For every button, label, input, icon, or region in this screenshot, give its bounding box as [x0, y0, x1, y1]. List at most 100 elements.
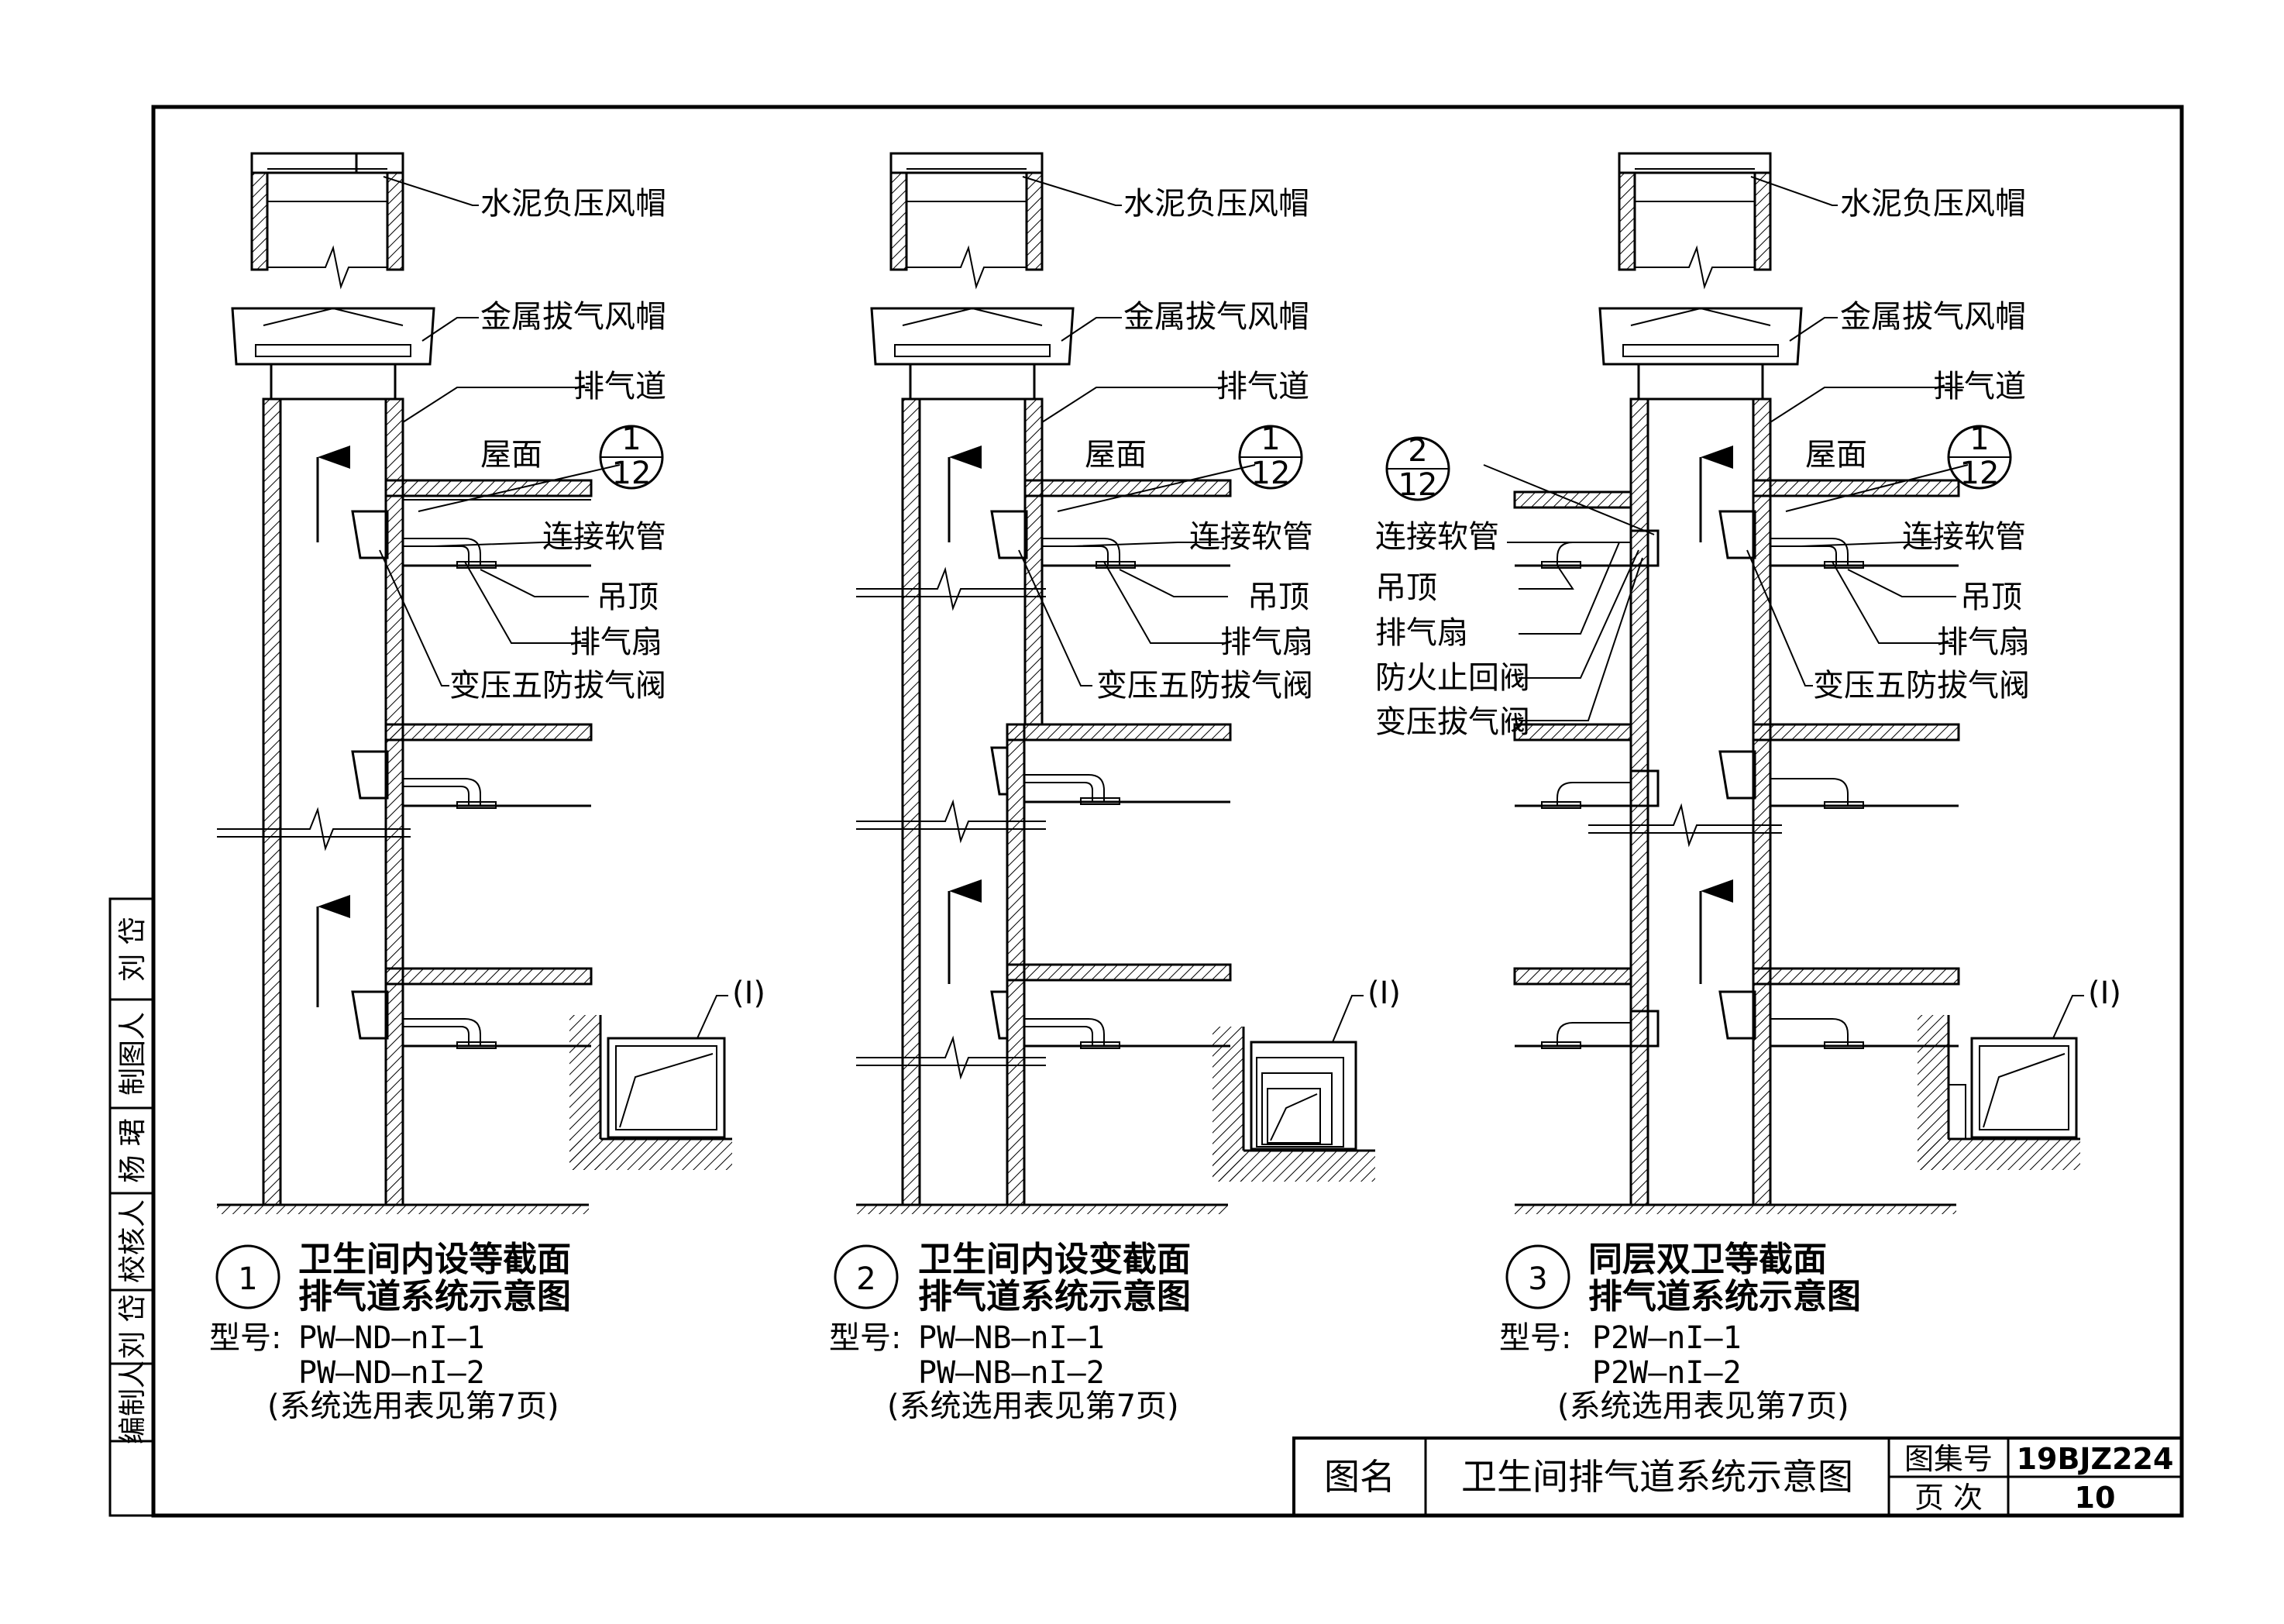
- label-hose-1: 连接软管: [542, 519, 666, 555]
- label-metal-cap-3: 金属拔气风帽: [1840, 299, 2026, 335]
- label-left-fire-valve-3: 防火止回阀: [1375, 660, 1530, 696]
- label-valve-3: 变压五防拔气阀: [1813, 668, 2030, 704]
- sig-name-1: 刘 岱: [117, 1294, 149, 1358]
- label-fan-3: 排气扇: [1937, 624, 2030, 660]
- label-metal-cap-1: 金属拔气风帽: [480, 299, 666, 335]
- label-ceiling-3: 吊顶: [1960, 580, 2022, 615]
- label-valve-1: 变压五防拔气阀: [449, 668, 666, 704]
- section-detail-2: (I): [1213, 975, 1401, 1182]
- ref-1-bottom: 12: [612, 456, 652, 491]
- fan-3e: [1541, 769, 1660, 809]
- section-detail-3: (I): [1918, 975, 2121, 1170]
- atlas-label: 图集号: [1904, 1442, 1993, 1476]
- label-left-fan-3: 排气扇: [1375, 615, 1468, 651]
- label-fan-2: 排气扇: [1220, 624, 1313, 660]
- sig-name-3: 刘 岱: [117, 917, 149, 981]
- page-label: 页 次: [1914, 1481, 1983, 1515]
- label-metal-cap-2: 金属拔气风帽: [1123, 299, 1309, 335]
- panel-1: 水泥负压风帽 金属拔气风帽 排气道 屋面 1 12 连接软管 吊顶 排气扇 变压…: [209, 152, 765, 1424]
- panel-2-model-1: PW—NB—nI—1: [918, 1320, 1105, 1356]
- label-hose-2: 连接软管: [1189, 519, 1313, 555]
- fan-3c: [1718, 990, 1864, 1049]
- fan-3a: [1718, 510, 1864, 569]
- panel-2-model-2: PW—NB—nI—2: [918, 1355, 1105, 1391]
- label-left-valve-3: 变压拔气阀: [1375, 704, 1530, 740]
- panel-3-title-2: 排气道系统示意图: [1588, 1277, 1861, 1316]
- label-roof-2: 屋面: [1085, 437, 1147, 473]
- panel-3-note: (系统选用表见第7页): [1557, 1388, 1849, 1424]
- label-left-hose-3: 连接软管: [1375, 519, 1499, 555]
- panel-2-model-label: 型号:: [829, 1320, 901, 1356]
- panel-1-title-1: 卫生间内设等截面: [298, 1240, 571, 1279]
- duct-wall-left-1: [262, 397, 282, 1206]
- metal-cap-3: [1598, 307, 1803, 399]
- sig-name-2: 杨 珺: [117, 1118, 149, 1182]
- label-duct-3: 排气道: [1933, 369, 2026, 404]
- title-label: 图名: [1324, 1456, 1395, 1498]
- fan-3b: [1718, 750, 1864, 809]
- drawing-title: 卫生间排气道系统示意图: [1461, 1456, 1853, 1498]
- label-cement-cap-1: 水泥负压风帽: [480, 186, 666, 222]
- panel-1-number: 1: [238, 1261, 257, 1297]
- label-duct-2: 排气道: [1216, 369, 1309, 404]
- panel-2-title-2: 排气道系统示意图: [918, 1277, 1191, 1316]
- panel-1-model-2: PW—ND—nI—2: [298, 1355, 485, 1391]
- metal-cap-1: [231, 307, 435, 399]
- cement-cap-2: [889, 152, 1044, 290]
- section-detail-1: (I): [569, 975, 765, 1170]
- panel-1-title-2: 排气道系统示意图: [298, 1277, 571, 1316]
- panel-3-number: 3: [1528, 1261, 1547, 1297]
- label-valve-2: 变压五防拔气阀: [1096, 668, 1313, 704]
- panel-2-title-1: 卫生间内设变截面: [918, 1240, 1191, 1279]
- sig-role-2: 校核人: [117, 1199, 149, 1283]
- fan-3f: [1541, 1010, 1660, 1049]
- duct-wall-right-2: [1023, 397, 1044, 726]
- panel-2-note: (系统选用表见第7页): [887, 1388, 1179, 1424]
- fan-1a: [351, 510, 497, 569]
- duct-wall-left-2: [901, 397, 921, 1206]
- label-duct-1: 排气道: [573, 369, 666, 404]
- panel-2-number: 2: [856, 1261, 875, 1297]
- label-fan-1: 排气扇: [569, 624, 662, 660]
- signature-strip: 刘 岱 制图人 杨 珺 校核人 刘 岱 编制人: [108, 897, 155, 1517]
- label-roof-1: 屋面: [480, 437, 542, 473]
- ref-2-bottom: 12: [1251, 456, 1291, 491]
- fan-1c: [351, 990, 497, 1049]
- sig-role-3: 制图人: [117, 1012, 149, 1096]
- fan-2b: [990, 746, 1120, 805]
- fan-2a: [990, 510, 1136, 569]
- ref-3-bottom: 12: [1960, 456, 2000, 491]
- ref-2-top: 1: [1261, 421, 1280, 457]
- ref-3-top: 1: [1969, 421, 1989, 457]
- cement-cap-1: [250, 152, 404, 290]
- label-left-ceiling-3: 吊顶: [1375, 570, 1437, 606]
- label-cement-cap-2: 水泥负压风帽: [1123, 186, 1309, 222]
- label-hose-3: 连接软管: [1902, 519, 2026, 555]
- section-label-3: (I): [2088, 975, 2121, 1011]
- panel-3-model-2: P2W—nI—2: [1592, 1355, 1742, 1391]
- fan-2c: [990, 990, 1120, 1049]
- metal-cap-2: [870, 307, 1075, 399]
- label-ceiling-2: 吊顶: [1247, 580, 1309, 615]
- panel-3-title-1: 同层双卫等截面: [1588, 1240, 1827, 1279]
- ref-3-left-bottom: 12: [1398, 467, 1438, 503]
- label-ceiling-1: 吊顶: [597, 580, 659, 615]
- panel-3-model-label: 型号:: [1499, 1320, 1571, 1356]
- sheet-border: [151, 105, 2184, 1518]
- label-roof-3: 屋面: [1805, 437, 1867, 473]
- page-number: 10: [2075, 1481, 2116, 1515]
- fan-1b: [351, 750, 497, 809]
- panel-3: 水泥负压风帽 金属拔气风帽 排气道 屋面 1 12 连接软管 吊顶 排气扇 变压…: [1375, 152, 2121, 1424]
- section-label-1: (I): [732, 975, 765, 1011]
- label-cement-cap-3: 水泥负压风帽: [1840, 186, 2026, 222]
- title-block: 图名 卫生间排气道系统示意图 图集号 19BJZ224 页 次 10: [1292, 1436, 2183, 1517]
- ref-1-top: 1: [621, 421, 641, 457]
- section-label-2: (I): [1367, 975, 1401, 1011]
- sig-role-1: 编制人: [117, 1361, 149, 1444]
- panel-1-model-1: PW—ND—nI—1: [298, 1320, 485, 1356]
- panel-1-model-label: 型号:: [209, 1320, 281, 1356]
- cement-cap-3: [1618, 152, 1772, 290]
- panel-3-model-1: P2W—nI—1: [1592, 1320, 1742, 1356]
- panel-2: 水泥负压风帽 金属拔气风帽 排气道 屋面 1 12 连接软管 吊顶 排气扇 变压…: [829, 152, 1401, 1424]
- ref-3-left-top: 2: [1408, 433, 1427, 469]
